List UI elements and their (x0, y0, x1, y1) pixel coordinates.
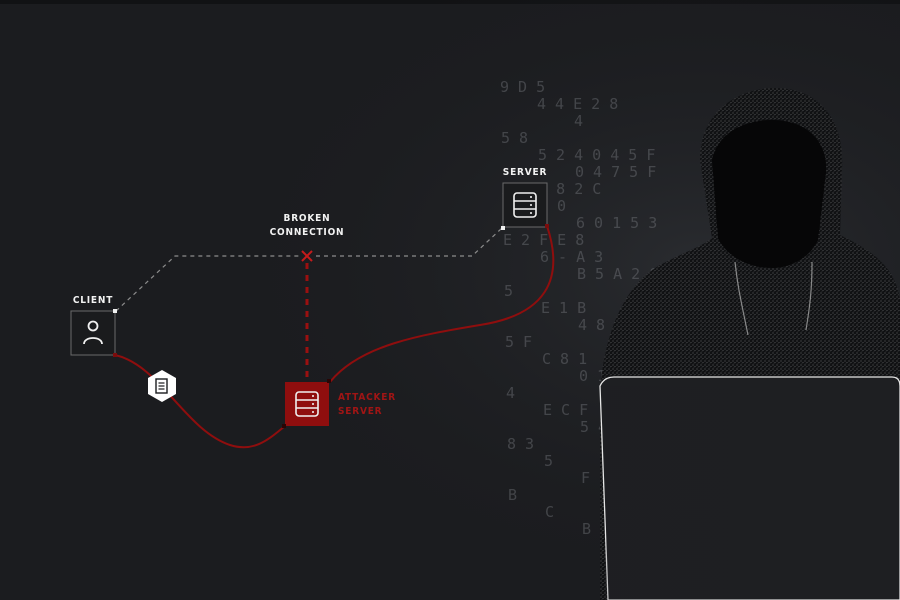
connector-dot (113, 309, 117, 313)
matrix-text-line: 4 (506, 384, 515, 402)
attacker-server-label: ATTACKER SERVER (338, 391, 418, 419)
matrix-text-line: 6 - A 3 (540, 248, 603, 266)
matrix-text-line: E 1 B (541, 299, 586, 317)
connector-dot (327, 379, 331, 383)
matrix-text-line: 5 (544, 452, 553, 470)
broken-connection-label: BROKEN CONNECTION (262, 212, 352, 240)
matrix-text-line: 6 0 1 5 3 (576, 214, 657, 232)
matrix-text-line: C 8 1 (542, 350, 587, 368)
broken-connection-path (115, 227, 503, 312)
matrix-text-line: E C F (543, 401, 588, 419)
matrix-text-line: 4 (574, 112, 583, 130)
document-icon (148, 370, 176, 402)
matrix-text-line: 5 8 (501, 129, 528, 147)
matrix-text-line: B (508, 486, 517, 504)
connector-dot (501, 226, 505, 230)
drawstring-left (734, 261, 749, 336)
dashed-line-server (316, 227, 503, 257)
matrix-text-line: 0 4 7 5 F (575, 163, 656, 181)
red-curve-server (329, 225, 555, 383)
drawstring-right (805, 261, 813, 331)
matrix-text-line: B 5 A 2 0 (577, 265, 658, 283)
matrix-text-line: 9 D 5 (500, 78, 545, 96)
connector-dot (113, 353, 117, 357)
matrix-text-line: 4 8 1 (578, 316, 623, 334)
connector-dot (282, 424, 286, 428)
matrix-text-line: 8 3 (507, 435, 534, 453)
server-label: SERVER (502, 167, 548, 178)
hacker-illustration (599, 88, 900, 600)
matrix-text-line: C (545, 503, 554, 521)
matrix-text-line: E 2 F E 8 (503, 231, 584, 249)
client-label: CLIENT (72, 295, 114, 306)
connector-dot (545, 224, 549, 228)
dashed-line-client (115, 255, 301, 312)
client-node[interactable] (70, 309, 117, 357)
broken-label-line2: CONNECTION (269, 227, 345, 238)
matrix-text-line: 5 2 4 0 4 5 F (538, 146, 655, 164)
server-icon (513, 192, 537, 218)
user-icon (83, 320, 103, 345)
intercepted-path (114, 225, 555, 449)
server-icon (295, 391, 319, 417)
red-curve-client (114, 354, 286, 449)
matrix-text-line: F (581, 469, 590, 487)
server-node[interactable] (501, 182, 549, 230)
face-shadow (712, 120, 827, 268)
matrix-text-line: 5 F (505, 333, 532, 351)
matrix-text-line: 5 (504, 282, 513, 300)
broken-label-line1: BROKEN (283, 213, 331, 224)
laptop-shade (606, 386, 900, 600)
attacker-label-line1: ATTACKER (338, 392, 396, 403)
attacker-label-line2: SERVER (338, 406, 383, 417)
x-mark-icon (301, 250, 313, 262)
attacker-server-node[interactable] (282, 379, 331, 428)
matrix-text-line: 4 4 E 2 8 (537, 95, 618, 113)
